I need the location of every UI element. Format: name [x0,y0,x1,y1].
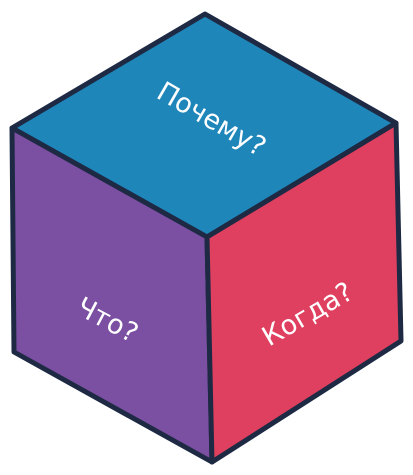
cube-diagram: Почему? Что? Когда? [0,0,413,475]
